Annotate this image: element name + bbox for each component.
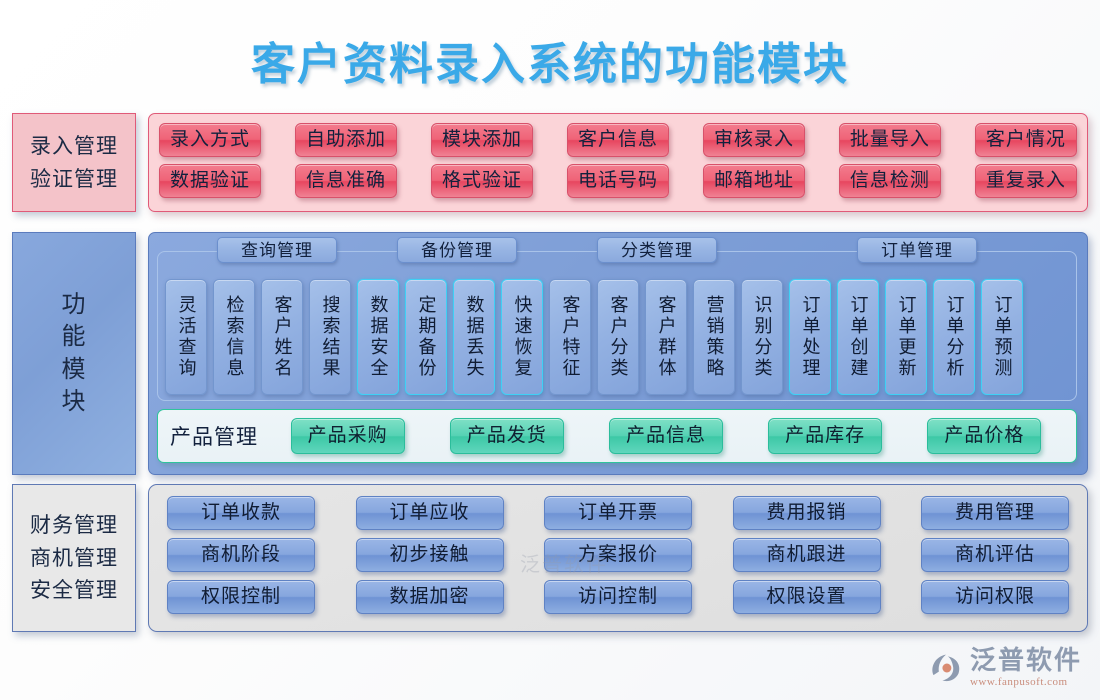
function-card-客户特征[interactable]: 客户特征 (549, 279, 591, 395)
function-card-识别分类[interactable]: 识别分类 (741, 279, 783, 395)
function-card-搜索结果[interactable]: 搜索结果 (309, 279, 351, 395)
entry-row-1: 数据验证 信息准确 格式验证 电话号码 邮箱地址 信息检测 重复录入 (159, 164, 1077, 198)
logo-text-block: 泛普软件 www.fanpusoft.com (970, 648, 1082, 688)
entry-item-电话号码[interactable]: 电话号码 (566, 164, 669, 198)
function-group-tab-备份管理[interactable]: 备份管理 (397, 237, 517, 263)
entry-item-客户情况[interactable]: 客户情况 (974, 123, 1077, 157)
finance-item-访问权限[interactable]: 访问权限 (921, 580, 1069, 614)
finance-item-初步接触[interactable]: 初步接触 (355, 538, 504, 572)
product-item-产品信息[interactable]: 产品信息 (608, 418, 723, 454)
finance-row-1: 商机阶段 初步接触 方案报价 商机跟进 商机评估 (167, 538, 1069, 572)
finance-label-0: 财务管理 (30, 513, 118, 538)
entry-item-数据验证[interactable]: 数据验证 (159, 164, 262, 198)
function-group-tab-分类管理[interactable]: 分类管理 (597, 237, 717, 263)
finance-item-方案报价[interactable]: 方案报价 (544, 538, 692, 572)
finance-section-panel: 订单收款 订单应收 订单开票 费用报销 费用管理 商机阶段 初步接触 方案报价 … (148, 484, 1088, 632)
function-label-char: 功 (61, 291, 87, 318)
finance-item-访问控制[interactable]: 访问控制 (544, 580, 692, 614)
function-label-vertical: 功能模块 (62, 289, 87, 419)
function-label-char: 能 (61, 324, 87, 351)
function-label-char: 块 (61, 388, 87, 415)
function-label-char: 模 (61, 356, 87, 383)
function-card-数据安全[interactable]: 数据安全 (357, 279, 399, 395)
product-management-label: 产品管理 (170, 425, 258, 449)
function-card-营销策略[interactable]: 营销策略 (693, 279, 735, 395)
function-card-订单预测[interactable]: 订单预测 (981, 279, 1023, 395)
company-logo: 泛普软件 www.fanpusoft.com (928, 648, 1082, 688)
function-card-定期备份[interactable]: 定期备份 (405, 279, 447, 395)
product-management-strip: 产品管理 产品采购 产品发货 产品信息 产品库存 产品价格 (157, 409, 1077, 463)
finance-item-商机评估[interactable]: 商机评估 (921, 538, 1069, 572)
finance-label-1: 商机管理 (30, 545, 118, 570)
finance-row-0: 订单收款 订单应收 订单开票 费用报销 费用管理 (167, 496, 1069, 530)
entry-row-0: 录入方式 自助添加 模块添加 客户信息 审核录入 批量导入 客户情况 (159, 123, 1077, 157)
finance-item-订单应收[interactable]: 订单应收 (355, 496, 504, 530)
product-item-产品发货[interactable]: 产品发货 (449, 418, 564, 454)
entry-label-1: 验证管理 (30, 166, 118, 191)
function-card-灵活查询[interactable]: 灵活查询 (165, 279, 207, 395)
function-card-订单处理[interactable]: 订单处理 (789, 279, 831, 395)
finance-section-label: 财务管理 商机管理 安全管理 (12, 484, 136, 632)
finance-item-商机跟进[interactable]: 商机跟进 (732, 538, 881, 572)
entry-section-panel: 录入方式 自助添加 模块添加 客户信息 审核录入 批量导入 客户情况 数据验证 … (148, 113, 1088, 212)
entry-item-格式验证[interactable]: 格式验证 (430, 164, 533, 198)
entry-item-信息检测[interactable]: 信息检测 (838, 164, 941, 198)
function-card-客户分类[interactable]: 客户分类 (597, 279, 639, 395)
entry-item-客户信息[interactable]: 客户信息 (566, 123, 669, 157)
finance-item-费用管理[interactable]: 费用管理 (921, 496, 1069, 530)
function-card-list: 灵活查询检索信息客户姓名搜索结果数据安全定期备份数据丢失快速恢复客户特征客户分类… (165, 279, 1023, 395)
finance-item-权限设置[interactable]: 权限设置 (732, 580, 881, 614)
function-card-订单更新[interactable]: 订单更新 (885, 279, 927, 395)
logo-company-name: 泛普软件 (969, 646, 1082, 675)
entry-item-模块添加[interactable]: 模块添加 (430, 123, 533, 157)
finance-item-权限控制[interactable]: 权限控制 (167, 580, 315, 614)
function-group-tabs: 查询管理 备份管理 分类管理 订单管理 (157, 237, 1077, 263)
function-card-数据丢失[interactable]: 数据丢失 (453, 279, 495, 395)
entry-item-录入方式[interactable]: 录入方式 (159, 123, 262, 157)
finance-item-费用报销[interactable]: 费用报销 (732, 496, 881, 530)
fanpu-logo-icon (932, 654, 960, 682)
entry-item-邮箱地址[interactable]: 邮箱地址 (702, 164, 805, 198)
finance-item-数据加密[interactable]: 数据加密 (355, 580, 504, 614)
function-group-tab-订单管理[interactable]: 订单管理 (857, 237, 977, 263)
function-section-panel: 查询管理 备份管理 分类管理 订单管理 灵活查询检索信息客户姓名搜索结果数据安全定期备… (148, 232, 1088, 475)
entry-item-重复录入[interactable]: 重复录入 (974, 164, 1077, 198)
product-item-list: 产品采购 产品发货 产品信息 产品库存 产品价格 (268, 418, 1064, 454)
finance-item-订单收款[interactable]: 订单收款 (167, 496, 315, 530)
finance-label-2: 安全管理 (30, 578, 118, 603)
logo-website-url: www.fanpusoft.com (969, 676, 1068, 688)
entry-section-label: 录入管理 验证管理 (12, 113, 136, 212)
product-item-产品采购[interactable]: 产品采购 (290, 418, 405, 454)
finance-item-商机阶段[interactable]: 商机阶段 (167, 538, 315, 572)
function-section-label: 功能模块 (12, 232, 136, 475)
function-card-客户姓名[interactable]: 客户姓名 (261, 279, 303, 395)
product-item-产品库存[interactable]: 产品库存 (768, 418, 883, 454)
finance-row-2: 权限控制 数据加密 访问控制 权限设置 访问权限 (167, 580, 1069, 614)
function-module-band: 功能模块 查询管理备份管理分类管理订单管理 灵活查询检索信息客户姓名搜索结果数据… (12, 232, 1088, 475)
entry-label-0: 录入管理 (30, 133, 118, 158)
finance-management-band: 财务管理 商机管理 安全管理 订单收款 订单应收 订单开票 费用报销 费用管理 … (12, 484, 1088, 632)
function-card-检索信息[interactable]: 检索信息 (213, 279, 255, 395)
page-title: 客户资料录入系统的功能模块 (251, 40, 849, 89)
function-card-订单分析[interactable]: 订单分析 (933, 279, 975, 395)
entry-item-批量导入[interactable]: 批量导入 (838, 123, 941, 157)
entry-item-信息准确[interactable]: 信息准确 (294, 164, 397, 198)
function-group-tab-查询管理[interactable]: 查询管理 (217, 237, 337, 263)
function-card-订单创建[interactable]: 订单创建 (837, 279, 879, 395)
entry-item-自助添加[interactable]: 自助添加 (294, 123, 397, 157)
finance-item-订单开票[interactable]: 订单开票 (544, 496, 692, 530)
function-card-快速恢复[interactable]: 快速恢复 (501, 279, 543, 395)
function-card-客户群体[interactable]: 客户群体 (645, 279, 687, 395)
product-item-产品价格[interactable]: 产品价格 (927, 418, 1042, 454)
entry-management-band: 录入管理 验证管理 录入方式 自助添加 模块添加 客户信息 审核录入 批量导入 … (12, 113, 1088, 212)
entry-item-审核录入[interactable]: 审核录入 (702, 123, 805, 157)
